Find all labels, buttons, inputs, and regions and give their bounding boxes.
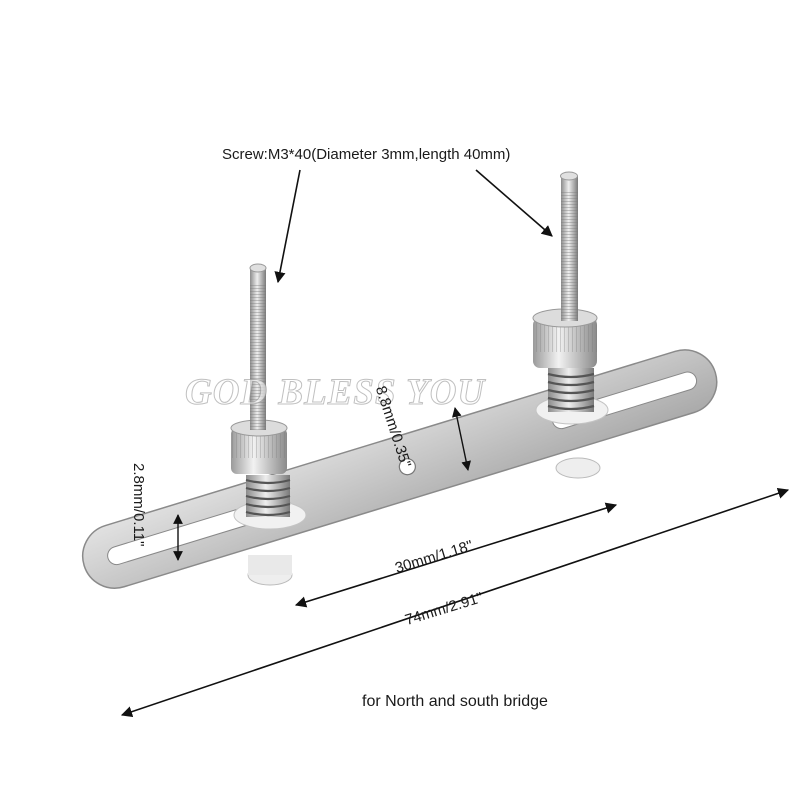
height-arrow bbox=[452, 407, 471, 471]
length-arrow bbox=[120, 487, 790, 718]
screw-pointer-left bbox=[274, 169, 301, 284]
usage-label: for North and south bridge bbox=[362, 693, 548, 710]
screw-pointer-right bbox=[475, 169, 553, 237]
slot-width-label: 2.8mm/0.11" bbox=[130, 463, 147, 547]
center-hole bbox=[398, 458, 416, 476]
watermark: GOD BLESS YOU bbox=[184, 372, 486, 414]
right-screw-assembly bbox=[532, 171, 609, 479]
screw-label: Screw:M3*40(Diameter 3mm,length 40mm) bbox=[222, 146, 511, 163]
